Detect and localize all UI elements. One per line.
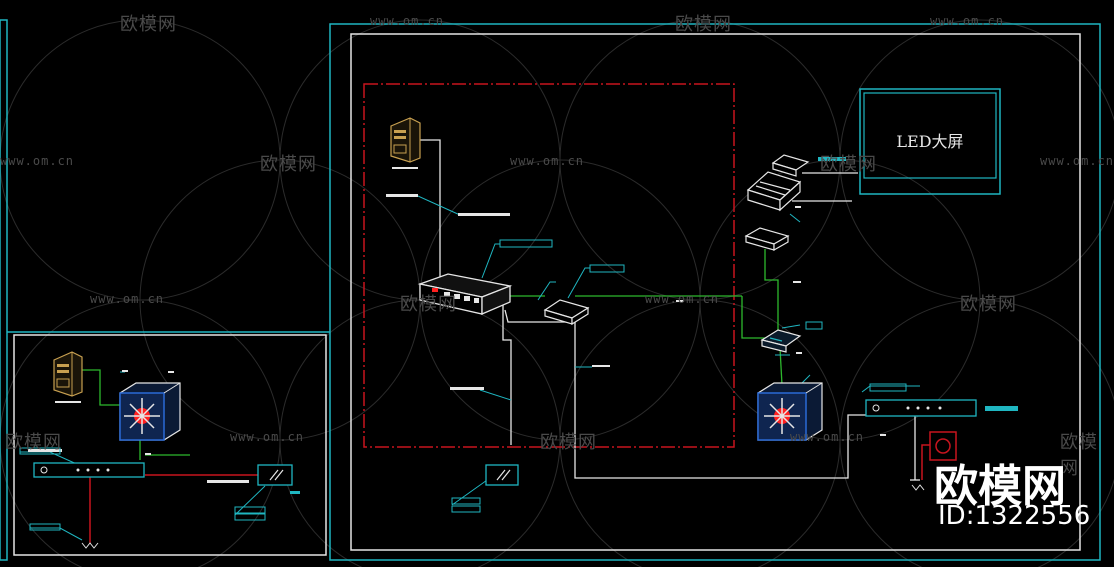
watermark-text: 欧模网 xyxy=(1060,432,1098,479)
cables-red xyxy=(89,444,930,543)
receiver-card-icon xyxy=(771,154,810,177)
ground-symbols xyxy=(81,484,925,549)
network-switch-icon xyxy=(757,382,823,441)
network-switch-icon xyxy=(119,382,181,441)
receiver-card-icon xyxy=(746,171,802,212)
label-placeholders xyxy=(28,167,886,483)
computer-tower-icon xyxy=(390,117,421,163)
watermark-url: www.om.cn xyxy=(790,430,865,444)
receiver-card-icon xyxy=(760,329,802,353)
watermark-url: www.om.cn xyxy=(1040,154,1114,168)
power-distributor-icon xyxy=(865,399,977,417)
watermark-text: 欧模网 xyxy=(400,294,457,315)
watermark-url: www.om.cn xyxy=(510,154,585,168)
watermark-url: www.om.cn xyxy=(230,430,305,444)
led-screen xyxy=(859,88,1001,195)
label-boxes xyxy=(19,239,907,531)
cyan-tag xyxy=(818,157,846,161)
leader-lines xyxy=(20,195,920,541)
watermark-url: www.om.cn xyxy=(645,292,720,306)
watermark-url: www.om.cn xyxy=(0,154,75,168)
watermark-text: 欧模网 xyxy=(675,14,732,35)
control-room-boundary xyxy=(363,83,735,448)
computer-tower-icon xyxy=(53,351,83,397)
watermark-brand: 欧模网 xyxy=(934,461,1066,512)
watermark-id: ID:1322556 xyxy=(938,501,1091,531)
power-socket-icon xyxy=(485,464,519,486)
watermark-url: www.om.cn xyxy=(930,14,1005,28)
watermark-text: 欧模网 xyxy=(820,154,877,175)
cyan-tag xyxy=(985,406,1018,411)
watermark-url: www.om.cn xyxy=(90,292,165,306)
video-processor-icon xyxy=(417,273,513,315)
led-screen-label: LED大屏 xyxy=(896,132,964,151)
watermark-text: 欧模网 xyxy=(540,432,597,453)
watermark-text: 欧模网 xyxy=(960,294,1017,315)
watermark-text: 欧模网 xyxy=(5,432,62,453)
receiver-card-icon xyxy=(543,299,590,326)
power-socket-icon xyxy=(257,464,293,486)
speaker-icon xyxy=(929,431,957,461)
cables-white xyxy=(418,139,920,481)
watermark-url: www.om.cn xyxy=(370,14,445,28)
cables-green xyxy=(80,249,783,460)
receiver-card-icon xyxy=(744,227,790,252)
power-distributor-icon xyxy=(33,462,145,478)
watermark-text: 欧模网 xyxy=(260,154,317,175)
outer-frames xyxy=(0,19,1101,561)
watermark-text: 欧模网 xyxy=(120,14,177,35)
cyan-tag xyxy=(290,491,300,494)
